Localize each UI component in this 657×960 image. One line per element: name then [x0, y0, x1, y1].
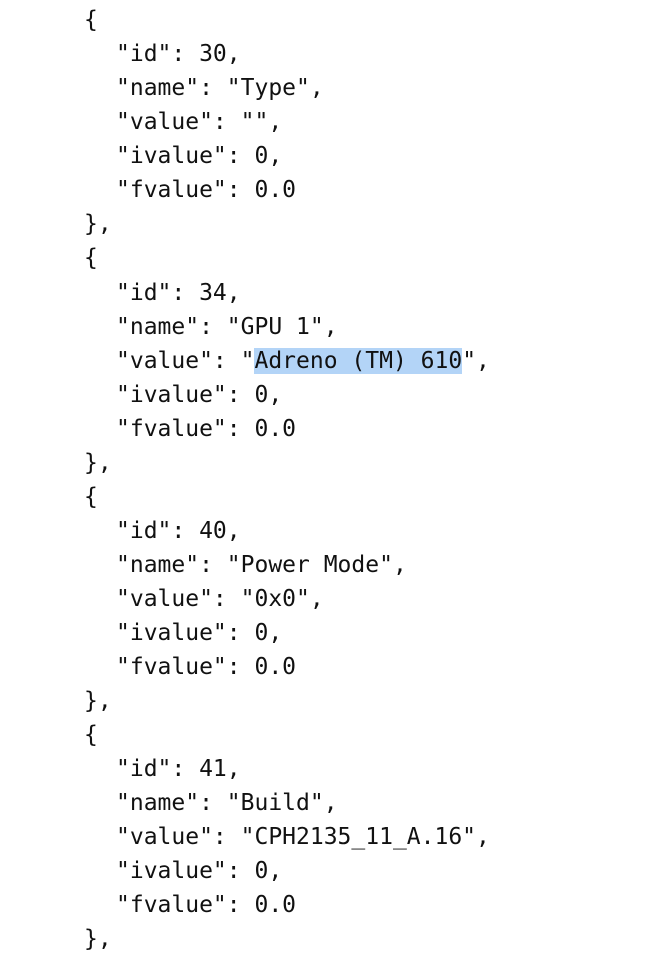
id-line: "id": 40, [116, 518, 241, 544]
id-line: "id": 41, [116, 756, 241, 782]
name-line: "name": "Power Mode", [116, 552, 407, 578]
value-line: "value": "", [116, 109, 283, 135]
object-open-brace: { [84, 245, 98, 271]
value-line: "value": "0x0", [116, 586, 324, 612]
fvalue-line: "fvalue": 0.0 [116, 177, 297, 203]
value-line: "value": "Adreno (TM) 610", [116, 344, 490, 378]
ivalue-line: "ivalue": 0, [116, 858, 283, 884]
ivalue-line: "ivalue": 0, [116, 143, 283, 169]
object-close-brace: }, [84, 211, 112, 237]
fvalue-line: "fvalue": 0.0 [116, 892, 297, 918]
name-line: "name": "GPU 1", [116, 314, 338, 340]
selected-text-highlight[interactable]: Adreno (TM) 610 [254, 348, 463, 374]
object-open-brace: { [84, 7, 98, 33]
value-line: "value": "CPH2135_11_A.16", [116, 824, 490, 850]
object-close-brace: }, [84, 926, 112, 952]
name-line: "name": "Build", [116, 790, 338, 816]
fvalue-line: "fvalue": 0.0 [116, 654, 297, 680]
id-line: "id": 34, [116, 280, 241, 306]
object-open-brace: { [84, 722, 98, 748]
value-prefix: "value": " [116, 348, 255, 374]
id-line: "id": 30, [116, 41, 241, 67]
name-line: "name": "Type", [116, 75, 324, 101]
object-close-brace: }, [84, 450, 112, 476]
object-close-brace: }, [84, 688, 112, 714]
ivalue-line: "ivalue": 0, [116, 620, 283, 646]
fvalue-line: "fvalue": 0.0 [116, 416, 297, 442]
value-suffix: ", [462, 348, 490, 374]
object-open-brace: { [84, 484, 98, 510]
ivalue-line: "ivalue": 0, [116, 382, 283, 408]
